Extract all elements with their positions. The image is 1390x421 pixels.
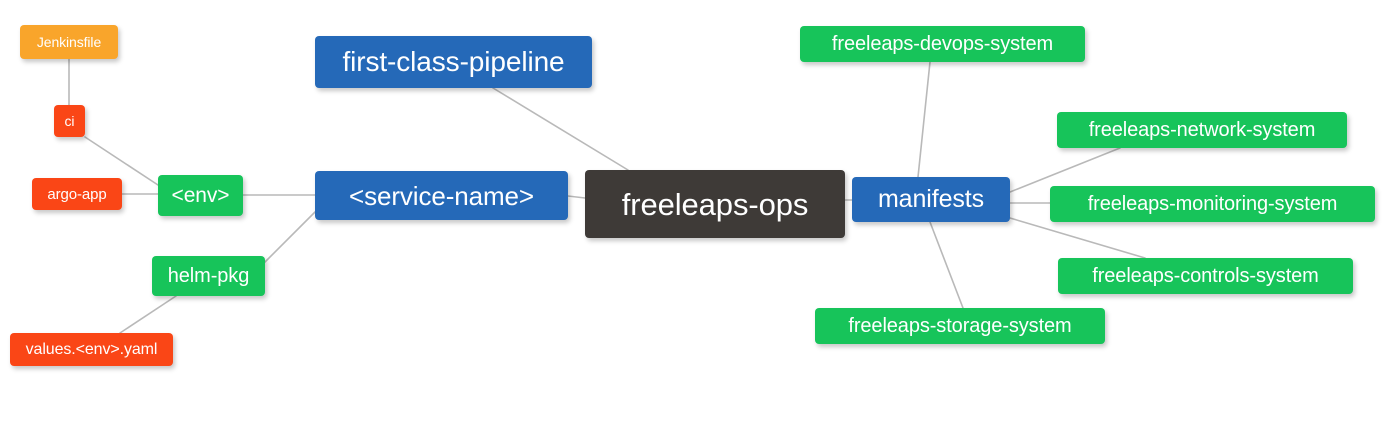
edge-first-class-pipeline-to-freeleaps-ops bbox=[492, 87, 629, 171]
node-jenkinsfile[interactable]: Jenkinsfile bbox=[20, 25, 118, 59]
node-service-name[interactable]: <service-name> bbox=[315, 171, 568, 220]
node-freeleaps-devops-system[interactable]: freeleaps-devops-system bbox=[800, 26, 1085, 62]
node-label-argo-app: argo-app bbox=[47, 185, 107, 203]
node-label-values-env-yaml: values.<env>.yaml bbox=[25, 340, 158, 358]
node-label-freeleaps-ops: freeleaps-ops bbox=[621, 186, 809, 222]
node-label-manifests: manifests bbox=[877, 185, 985, 213]
node-label-env: <env> bbox=[171, 184, 230, 207]
node-first-class-pipeline[interactable]: first-class-pipeline bbox=[315, 36, 592, 88]
node-ci[interactable]: ci bbox=[54, 105, 85, 137]
node-freeleaps-storage-system[interactable]: freeleaps-storage-system bbox=[815, 308, 1105, 344]
node-values-env-yaml[interactable]: values.<env>.yaml bbox=[10, 333, 173, 366]
node-label-jenkinsfile: Jenkinsfile bbox=[36, 34, 102, 50]
node-label-freeleaps-monitoring-system: freeleaps-monitoring-system bbox=[1087, 193, 1338, 215]
node-manifests[interactable]: manifests bbox=[852, 177, 1010, 222]
edge-manifests-to-freeleaps-devops-system bbox=[917, 61, 931, 178]
edge-manifests-to-freeleaps-controls-system bbox=[1009, 217, 1146, 259]
node-helm-pkg[interactable]: helm-pkg bbox=[152, 256, 265, 296]
node-freeleaps-controls-system[interactable]: freeleaps-controls-system bbox=[1058, 258, 1353, 294]
node-label-freeleaps-network-system: freeleaps-network-system bbox=[1088, 119, 1316, 141]
node-freeleaps-ops[interactable]: freeleaps-ops bbox=[585, 170, 845, 238]
node-freeleaps-network-system[interactable]: freeleaps-network-system bbox=[1057, 112, 1347, 148]
node-label-first-class-pipeline: first-class-pipeline bbox=[342, 46, 565, 77]
edge-helm-pkg-to-values-env-yaml bbox=[119, 295, 177, 334]
node-env[interactable]: <env> bbox=[158, 175, 243, 216]
edge-manifests-to-freeleaps-storage-system bbox=[929, 221, 964, 309]
node-label-freeleaps-controls-system: freeleaps-controls-system bbox=[1092, 265, 1319, 287]
node-argo-app[interactable]: argo-app bbox=[32, 178, 122, 210]
node-label-helm-pkg: helm-pkg bbox=[167, 265, 250, 287]
edge-service-name-to-freeleaps-ops bbox=[567, 195, 586, 199]
node-label-ci: ci bbox=[64, 113, 75, 129]
node-freeleaps-monitoring-system[interactable]: freeleaps-monitoring-system bbox=[1050, 186, 1375, 222]
node-label-service-name: <service-name> bbox=[348, 180, 535, 211]
node-label-freeleaps-storage-system: freeleaps-storage-system bbox=[848, 315, 1072, 337]
node-label-freeleaps-devops-system: freeleaps-devops-system bbox=[831, 33, 1054, 55]
edge-service-name-to-helm-pkg bbox=[264, 211, 316, 263]
